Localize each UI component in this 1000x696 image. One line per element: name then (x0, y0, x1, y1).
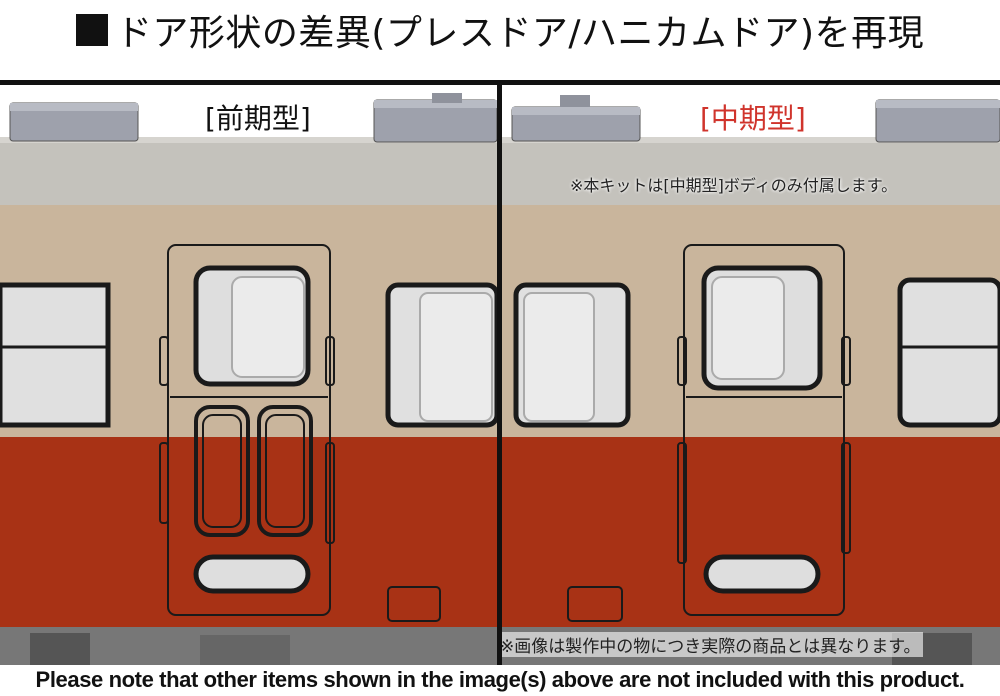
panel-early-type: [前期型] (0, 85, 497, 665)
top-divider (0, 80, 1000, 85)
header-title: ドア形状の差異(プレスドア/ハニカムドア)を再現 (115, 13, 925, 54)
photo-disclaimer: ※画像は製作中の物につき実際の商品とは異なります。 (502, 632, 923, 657)
railcar-mid-illustration (502, 95, 1000, 665)
center-divider (497, 85, 502, 665)
panel-mid-type: [中期型] ※本キットは[中期型]ボディのみ付属します。 ※画像は製作中の物につ… (502, 85, 1000, 665)
footer-notice: Please note that other items shown in th… (35, 667, 965, 692)
label-early-type: [前期型] (205, 102, 311, 135)
page-header: ドア形状の差異(プレスドア/ハニカムドア)を再現 (0, 0, 1000, 60)
black-square-icon (75, 14, 108, 46)
kit-contents-note: ※本キットは[中期型]ボディのみ付属します。 (570, 176, 898, 195)
railcar-early-illustration (0, 93, 497, 665)
label-mid-type: [中期型] (700, 102, 806, 135)
